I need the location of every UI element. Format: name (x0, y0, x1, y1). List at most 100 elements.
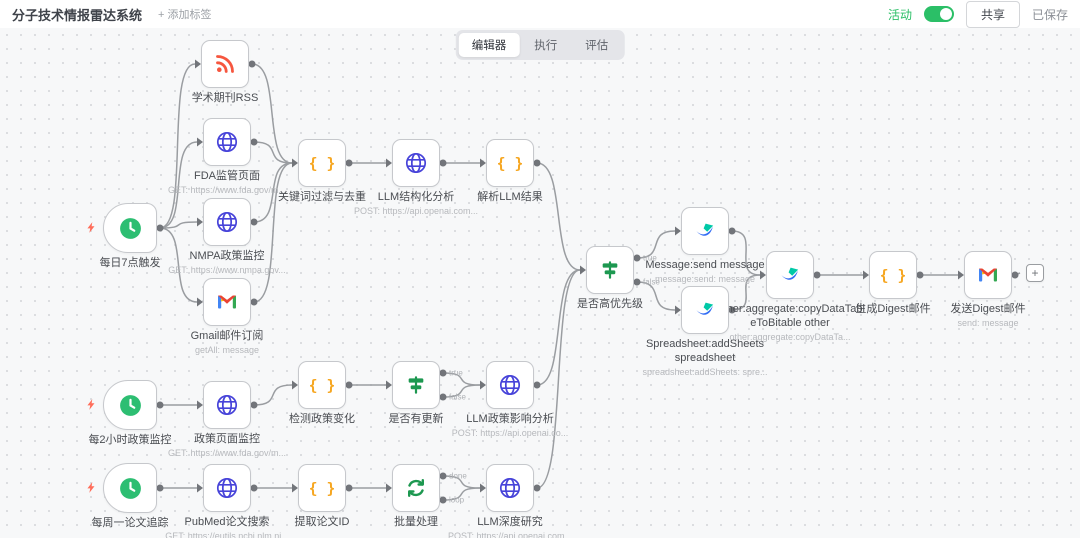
node-msg_send[interactable] (681, 207, 729, 255)
input-port[interactable] (863, 270, 869, 280)
node-sheet_add[interactable] (681, 286, 729, 334)
output-port[interactable] (533, 484, 541, 492)
input-port[interactable] (195, 59, 201, 69)
connection[interactable] (159, 227, 198, 303)
output-port[interactable] (533, 381, 541, 389)
node-llm_deep[interactable] (486, 464, 534, 512)
output-port[interactable] (728, 306, 736, 314)
output-port[interactable] (345, 159, 353, 167)
node-llm_struct[interactable] (392, 139, 440, 187)
input-port[interactable] (480, 483, 486, 493)
add-tag-button[interactable]: + 添加标签 (158, 9, 212, 21)
output-port[interactable] (533, 159, 541, 167)
input-port[interactable] (292, 483, 298, 493)
input-port[interactable] (386, 158, 392, 168)
input-port[interactable] (386, 483, 392, 493)
output-port[interactable] (250, 218, 258, 226)
input-port[interactable] (292, 158, 298, 168)
connection[interactable] (253, 384, 293, 406)
output-port[interactable] (345, 381, 353, 389)
input-port[interactable] (480, 158, 486, 168)
output-port[interactable] (345, 484, 353, 492)
input-port[interactable] (197, 400, 203, 410)
node-gmail_sub[interactable] (203, 278, 251, 326)
node-switch_priority[interactable] (586, 246, 634, 294)
connection[interactable] (536, 269, 581, 489)
input-port[interactable] (197, 137, 203, 147)
node-trigger2[interactable] (103, 380, 157, 430)
node-fda[interactable] (203, 118, 251, 166)
input-port[interactable] (760, 270, 766, 280)
node-nmpa[interactable] (203, 198, 251, 246)
connection[interactable] (442, 384, 481, 398)
node-policy_page[interactable] (203, 381, 251, 429)
tab-editor[interactable]: 编辑器 (458, 33, 520, 57)
input-port[interactable] (958, 270, 964, 280)
node-dedup[interactable]: { } (298, 139, 346, 187)
output-port[interactable] (250, 298, 258, 306)
connection[interactable] (159, 63, 196, 229)
output-port[interactable] (1011, 271, 1019, 279)
connection[interactable] (253, 162, 293, 303)
active-toggle[interactable] (923, 6, 954, 22)
output-port[interactable] (439, 496, 447, 504)
node-extract_id[interactable]: { } (298, 464, 346, 512)
input-port[interactable] (386, 380, 392, 390)
connection[interactable] (442, 487, 481, 501)
output-port[interactable] (250, 401, 258, 409)
node-batch[interactable] (392, 464, 440, 512)
input-port[interactable] (480, 380, 486, 390)
output-port[interactable] (250, 138, 258, 146)
input-port[interactable] (675, 305, 681, 315)
connection[interactable] (159, 221, 198, 229)
node-pubmed[interactable] (203, 464, 251, 512)
output-port[interactable] (439, 393, 447, 401)
output-port[interactable] (633, 278, 641, 286)
output-port[interactable] (156, 224, 164, 232)
connection[interactable] (536, 162, 581, 271)
output-port[interactable] (813, 271, 821, 279)
input-port[interactable] (675, 226, 681, 236)
node-switch_update[interactable] (392, 361, 440, 409)
connection[interactable] (253, 141, 293, 164)
connection[interactable] (731, 274, 761, 311)
tab-executions[interactable]: 执行 (521, 33, 570, 57)
output-port[interactable] (916, 271, 924, 279)
output-port[interactable] (439, 472, 447, 480)
node-gen_digest[interactable]: { } (869, 251, 917, 299)
connection[interactable] (251, 63, 293, 164)
tab-evaluate[interactable]: 评估 (572, 33, 621, 57)
input-port[interactable] (197, 483, 203, 493)
output-port[interactable] (439, 369, 447, 377)
node-detect_change[interactable]: { } (298, 361, 346, 409)
connection[interactable] (636, 281, 676, 311)
connection[interactable] (731, 230, 761, 276)
node-add_next[interactable]: + (1026, 264, 1044, 282)
output-port[interactable] (633, 254, 641, 262)
connection[interactable] (253, 162, 293, 223)
node-llm_policy[interactable] (486, 361, 534, 409)
node-trigger1[interactable] (103, 203, 157, 253)
output-port[interactable] (248, 60, 256, 68)
connection[interactable] (636, 230, 676, 259)
svg-text:{ }: { } (498, 155, 522, 173)
workflow-title[interactable]: 分子技术情报雷达系统 (12, 7, 143, 23)
output-port[interactable] (156, 401, 164, 409)
input-port[interactable] (197, 217, 203, 227)
connection[interactable] (159, 141, 198, 229)
node-send_digest[interactable] (964, 251, 1012, 299)
node-rss[interactable] (201, 40, 249, 88)
connection[interactable] (536, 269, 581, 386)
input-port[interactable] (580, 265, 586, 275)
node-trigger3[interactable] (103, 463, 157, 513)
output-port[interactable] (439, 159, 447, 167)
input-port[interactable] (197, 297, 203, 307)
node-other_agg[interactable] (766, 251, 814, 299)
output-port[interactable] (250, 484, 258, 492)
share-button[interactable]: 共享 (965, 0, 1020, 28)
node-parse_llm[interactable]: { } (486, 139, 534, 187)
input-port[interactable] (292, 380, 298, 390)
output-port[interactable] (728, 227, 736, 235)
output-port[interactable] (156, 484, 164, 492)
